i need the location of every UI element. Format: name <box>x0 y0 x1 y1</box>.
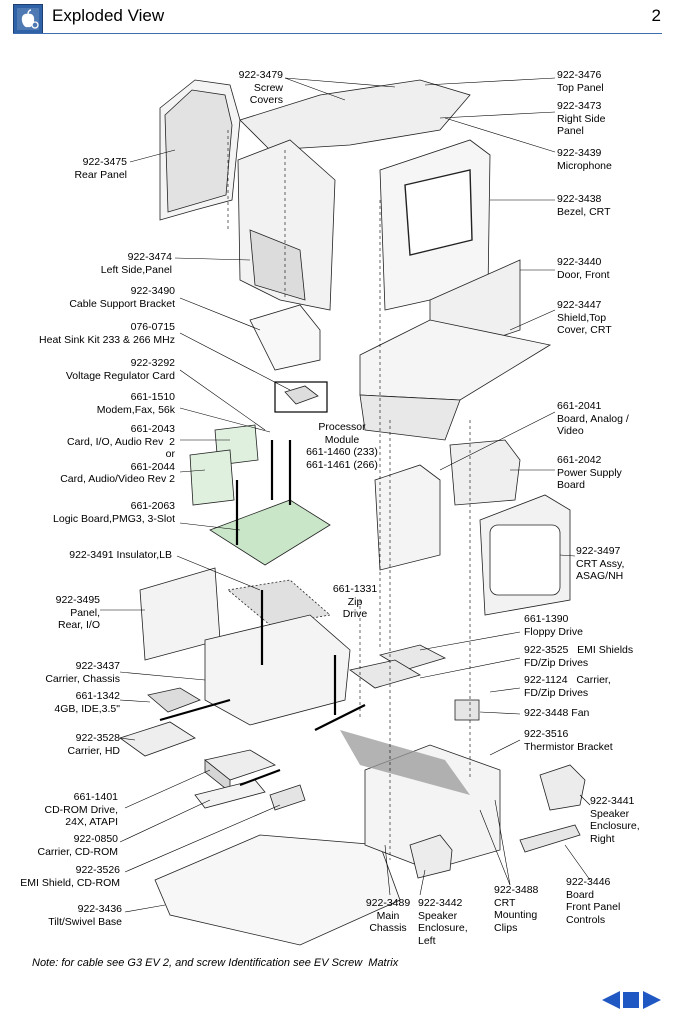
tilt-swivel-base-part <box>154 834 401 946</box>
label-processor-module: Processor Module 661-1460 (233) 661-1461… <box>306 421 378 471</box>
label-card-io-audio: 661-2043 Card, I/O, Audio Rev 2 or 661-2… <box>60 423 175 485</box>
analog-board-frame-part <box>374 464 441 571</box>
header-divider <box>13 33 662 34</box>
insulator-part <box>227 579 331 626</box>
label-emi-shields-fd-zip: 922-3525 EMI Shields FD/Zip Drives <box>524 644 634 669</box>
label-carrier-chassis: 922-3437 Carrier, Chassis <box>45 660 120 685</box>
page-number: 2 <box>651 6 661 25</box>
power-supply-part <box>449 439 521 506</box>
hd-carrier-part <box>119 721 196 757</box>
previous-page-button[interactable] <box>600 990 622 1015</box>
label-top-panel: 922-3476 Top Panel <box>557 69 604 94</box>
speaker-right-part <box>539 764 586 811</box>
label-fan: 922-3448 Fan <box>524 707 590 719</box>
label-heat-sink-kit: 076-0715 Heat Sink Kit 233 & 266 MHz <box>39 321 175 346</box>
page-title: Exploded View <box>52 6 165 25</box>
label-speaker-enclosure-right: 922-3441 Speaker Enclosure, Right <box>590 795 640 845</box>
triangle-left-icon <box>602 991 620 1009</box>
label-speaker-enclosure-left: 922-3442 Speaker Enclosure, Left <box>418 897 468 947</box>
label-carrier-cdrom: 922-0850 Carrier, CD-ROM <box>37 833 119 858</box>
logic-board-part <box>209 499 331 566</box>
label-emi-shield-cdrom: 922-3526 EMI Shield, CD-ROM <box>20 864 120 889</box>
triangle-right-icon <box>643 991 661 1009</box>
carrier-chassis-part <box>204 614 351 726</box>
label-thermistor-bracket: 922-3516 Thermistor Bracket <box>524 728 613 753</box>
label-panel-rear-io: 922-3495 Panel, Rear, I/O <box>55 594 100 631</box>
fan-part <box>454 699 480 721</box>
label-voltage-regulator: 922-3292 Voltage Regulator Card <box>65 357 175 382</box>
label-shield-top-cover: 922-3447 Shield,Top Cover, CRT <box>557 299 612 336</box>
label-right-side-panel: 922-3473 Right Side Panel <box>557 100 606 137</box>
label-rear-panel: 922-3475 Rear Panel <box>74 156 127 181</box>
label-board-analog-video: 661-2041 Board, Analog / Video <box>557 400 629 437</box>
label-cdrom-drive: 661-1401 CD-ROM Drive, 24X, ATAPI <box>44 791 119 828</box>
label-logic-board: 661-2063 Logic Board,PMG3, 3-Slot <box>53 500 175 525</box>
label-insulator-lb: 922-3491 Insulator,LB <box>69 549 172 561</box>
label-modem: 661-1510 Modem,Fax, 56k <box>96 391 175 416</box>
label-hd-4gb: 661-1342 4GB, IDE,3.5" <box>54 690 120 715</box>
label-power-supply-board: 661-2042 Power Supply Board <box>557 454 622 491</box>
zip-drive-part <box>349 659 421 689</box>
page-header: Exploded View 2 <box>0 0 675 34</box>
label-carrier-fd-zip: 922-1124 Carrier, FD/Zip Drives <box>524 674 611 699</box>
label-bezel-crt: 922-3438 Bezel, CRT <box>557 193 611 218</box>
processor-module-callout-box <box>274 381 328 413</box>
apple-service-logo-icon <box>13 4 43 34</box>
label-door-front: 922-3440 Door, Front <box>557 256 610 281</box>
label-left-side-panel: 922-3474 Left Side,Panel <box>100 251 172 276</box>
speaker-left-part <box>409 834 453 879</box>
hard-drive-part <box>147 687 201 713</box>
next-page-button[interactable] <box>641 990 663 1015</box>
label-tilt-swivel-base: 922-3436 Tilt/Swivel Base <box>48 903 122 928</box>
main-chassis-part <box>364 744 501 871</box>
label-board-front-panel: 922-3446 Board Front Panel Controls <box>566 876 621 926</box>
label-carrier-hd: 922-3528 Carrier, HD <box>67 732 120 757</box>
front-panel-board-part <box>519 824 581 853</box>
cable-support-bracket-part <box>249 304 321 371</box>
label-screw-covers: 922-3479 Screw Covers <box>238 69 283 106</box>
footnote: Note: for cable see G3 EV 2, and screw I… <box>32 957 399 969</box>
home-page-button[interactable] <box>623 992 639 1013</box>
shield-top-cover-part <box>359 319 552 401</box>
label-microphone: 922-3439 Microphone <box>557 147 612 172</box>
label-zip-drive: 661-1331 Zip Drive <box>332 583 378 620</box>
label-floppy-drive: 661-1390 Floppy Drive <box>524 613 583 638</box>
label-crt-assy: 922-3497 CRT Assy, ASAG/NH <box>576 545 625 582</box>
label-main-chassis: 922-3489 Main Chassis <box>365 897 411 934</box>
label-crt-mounting-clips: 922-3488 CRT Mounting Clips <box>494 884 539 934</box>
square-icon <box>623 992 639 1008</box>
label-cable-support-bracket: 922-3490 Cable Support Bracket <box>69 285 175 310</box>
